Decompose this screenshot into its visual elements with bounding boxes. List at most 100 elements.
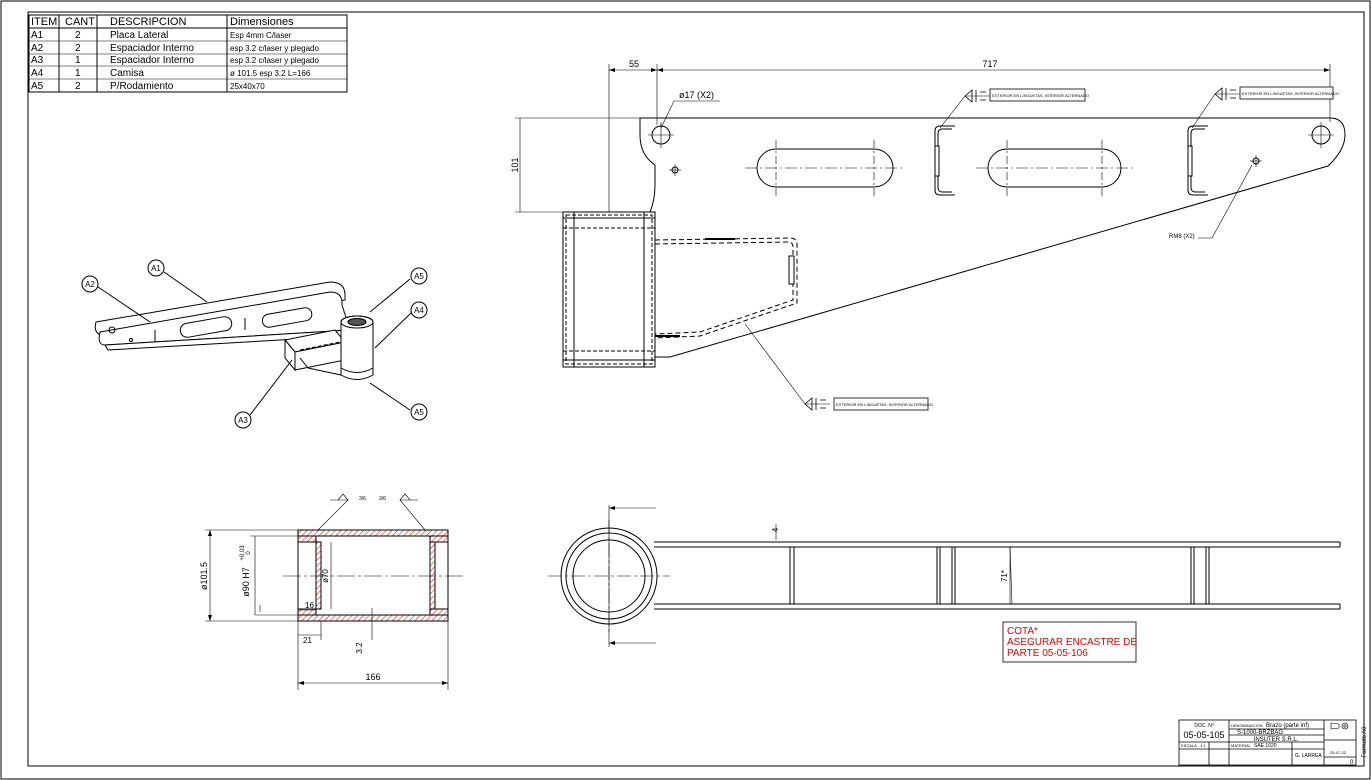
table-row-cant: 2	[75, 81, 81, 92]
arm-outline	[639, 117, 1346, 358]
balloon-a5-top	[410, 267, 428, 285]
weld-note-box	[1239, 86, 1334, 100]
balloon-a1	[147, 259, 165, 277]
table-row-dimensiones: ø 101.5 esp 3.2 L=166	[230, 69, 311, 78]
table-row-dimensiones: esp 3.2 c/laser y plegado	[230, 44, 319, 53]
dim-16: 16	[305, 601, 314, 610]
table-row-dimensiones: esp 3.2 c/laser y plegado	[230, 56, 319, 65]
iso-hole	[108, 326, 116, 334]
dibujo-value: G. LARREA	[1295, 753, 1322, 759]
table-row-item: A5	[31, 81, 44, 92]
weld-size-a: 3/6	[359, 496, 366, 502]
hole-callout: ø17 (X2)	[679, 90, 714, 100]
dim-70: ø70	[321, 569, 330, 583]
table-row-descripcion: Camisa	[110, 68, 144, 79]
dim-55: 55	[629, 59, 639, 69]
table-row-cant: 1	[75, 55, 81, 66]
side-view	[515, 64, 1346, 405]
revision-value: 0	[1350, 760, 1354, 766]
denominacion: Brazo (parte inf)	[1266, 723, 1309, 729]
weld-note: EXTERIOR EN LINGUETAS, INTERIOR ALTERNAD…	[836, 402, 933, 407]
isometric-view	[94, 271, 413, 416]
dim-717: 717	[982, 59, 997, 69]
dim-71: 71*	[1000, 570, 1009, 582]
table-row-cant: 2	[75, 30, 81, 41]
table-header-descripcion: DESCRIPCION	[110, 16, 186, 28]
escala-value: 1:1	[1200, 743, 1206, 748]
sheet-format: Formato A0	[1362, 726, 1368, 758]
weld-note: EXTERIOR EN LINGUETAS, INTERIOR ALTERNAD…	[992, 93, 1089, 98]
table-row-cant: 2	[75, 43, 81, 54]
drawing-number: 05-05-105	[1183, 730, 1224, 740]
table-header-dimensiones: Dimensiones	[230, 16, 294, 28]
table-header-cant: CANT	[65, 16, 95, 28]
table-row-cant: 1	[75, 68, 81, 79]
balloon-a5-bottom-label: A5	[414, 408, 424, 417]
note-line-2: ASEGURAR ENCASTRE DE	[1007, 637, 1137, 648]
table-row-descripcion: Espaciador Interno	[110, 55, 194, 66]
material-label: MATERIAL	[1231, 743, 1251, 748]
table-row-dimensiones: 25x40x70	[230, 82, 265, 91]
company-name: INSUTER S.R.L.	[1254, 737, 1299, 743]
table-row-descripcion: Espaciador Interno	[110, 43, 194, 54]
material-value: SAE 1020	[1254, 743, 1277, 749]
tol-zero: 0	[246, 551, 252, 555]
projection-symbol-icon	[1330, 722, 1349, 730]
dim-4: 4	[771, 527, 780, 532]
weld-size-b: 3/6	[379, 496, 386, 502]
dim-101: 101	[510, 157, 520, 172]
iso-back-plate	[94, 281, 346, 337]
table-row-item: A3	[31, 55, 44, 66]
cylinder-section-outline	[297, 529, 449, 622]
balloon-a5-bottom	[410, 403, 428, 421]
weld-note-box	[989, 88, 1086, 102]
cylinder-side	[562, 211, 656, 368]
table-row-item: A1	[31, 30, 44, 41]
spacer-top	[1190, 546, 1210, 605]
spacer-top	[936, 546, 956, 605]
balloon-a1-label: A1	[151, 264, 161, 273]
dim-3-2: 3.2	[355, 642, 364, 654]
part-code: S-1000-BRZBAG	[1237, 730, 1283, 736]
note-line-3: PARTE 05-05-106	[1007, 648, 1088, 659]
thread-callout: RM8 (X2)	[1169, 234, 1195, 240]
table-row-descripcion: P/Rodamiento	[110, 81, 174, 92]
balloon-a4	[410, 301, 428, 319]
balloon-a4-label: A4	[414, 306, 424, 315]
iso-slot	[261, 307, 313, 328]
top-plate-lower	[654, 603, 1340, 610]
section-view	[205, 493, 465, 690]
title-block	[1178, 719, 1357, 766]
table-row-descripcion: Placa Lateral	[110, 30, 168, 41]
table-row-dimensiones: Esp 4mm C/laser	[230, 31, 292, 40]
note-line-1: COTA*	[1007, 626, 1038, 637]
denominacion-label: DENOMINACION	[1231, 723, 1263, 728]
balloon-a2-label: A2	[85, 280, 95, 289]
tol-plus: +0.03	[240, 545, 246, 561]
dim-101-5: ø101.5	[199, 562, 209, 590]
table-header-item: ITEM	[31, 16, 57, 28]
side-view-annotations: 55 717 101 ø17 (X2) RM8 (X2) EXTERIOR EN…	[510, 59, 1339, 411]
balloon-a3-label: A3	[238, 416, 248, 425]
parts-table: ITEM CANT DESCRIPCION Dimensiones A1 2 P…	[28, 14, 348, 93]
section-view-annotations: ø101.5 ø90 H7 +0.03 0 ø70 16 21 3.2 166 …	[199, 496, 448, 685]
top-plate-upper	[654, 541, 1340, 548]
weld-note: EXTERIOR EN LINGUETAS, INTERIOR ALTERNAD…	[1242, 91, 1339, 96]
fecha-value: 25-07-22	[1330, 750, 1347, 755]
balloon-a3	[234, 411, 252, 429]
note-box: COTA* ASEGURAR ENCASTRE DE PARTE 05-05-1…	[1002, 621, 1137, 663]
sheet-inner-border	[27, 11, 1365, 767]
dim-166: 166	[365, 672, 380, 682]
top-view-annotations: 4 71*	[609, 506, 1009, 645]
top-view	[548, 505, 1341, 647]
dim-90: ø90 H7	[241, 567, 251, 597]
weld-symbol-icon	[804, 87, 1236, 411]
spacer-a3-hidden	[654, 237, 798, 339]
balloon-a2	[81, 275, 99, 293]
iso-balloons: A1 A2 A3 A4 A5 A5	[81, 259, 428, 429]
dim-21: 21	[303, 636, 312, 645]
balloon-a5-top-label: A5	[414, 272, 424, 281]
